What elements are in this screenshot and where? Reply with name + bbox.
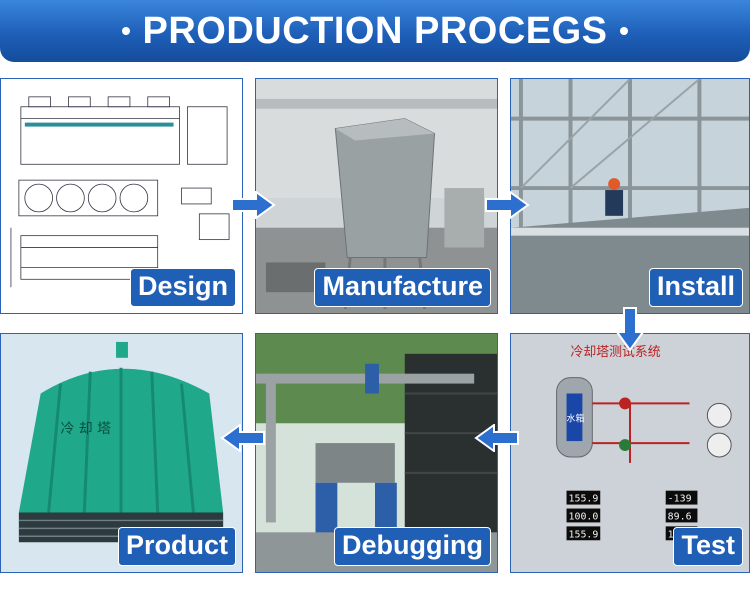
step-label-debugging: Debugging	[334, 527, 491, 566]
arrow-left-icon	[474, 424, 519, 452]
blueprint-drawing	[10, 96, 230, 288]
reading-2: 100.0	[569, 511, 599, 522]
arrow-down-icon	[616, 307, 644, 352]
arrow-right-icon	[485, 191, 530, 219]
step-label-design: Design	[129, 268, 236, 307]
tile-manufacture: Manufacture	[255, 78, 498, 314]
reading-3: 155.9	[569, 529, 599, 540]
bullet-dot	[619, 27, 628, 35]
tank-label: 水箱	[567, 412, 585, 424]
step-label-manufacture: Manufacture	[314, 268, 491, 307]
step-label-install: Install	[648, 268, 743, 307]
step-label-product: Product	[117, 527, 236, 566]
bullet-dot	[122, 27, 131, 35]
page-title: PRODUCTION PROCEGS	[142, 9, 608, 52]
reading-1: 155.9	[569, 494, 599, 505]
tower-lettering: 冷 却 塔	[61, 421, 112, 437]
tile-test: 冷却塔测试系统 水箱 155.9 100.0 155.9 -139 89.6 1…	[510, 333, 750, 573]
arrow-right-icon	[231, 191, 276, 219]
tile-install: Install	[510, 78, 750, 314]
reading-5: 89.6	[668, 511, 692, 522]
tile-product: 冷 却 塔 Product	[0, 333, 243, 573]
header-banner: PRODUCTION PROCEGS	[0, 0, 750, 62]
arrow-left-icon	[220, 424, 265, 452]
reading-4: -139	[668, 494, 692, 505]
panel-title: 冷却塔测试系统	[571, 345, 661, 360]
step-label-test: Test	[673, 527, 743, 566]
tile-debugging: Debugging	[255, 333, 498, 573]
tile-design: Design	[0, 78, 243, 314]
